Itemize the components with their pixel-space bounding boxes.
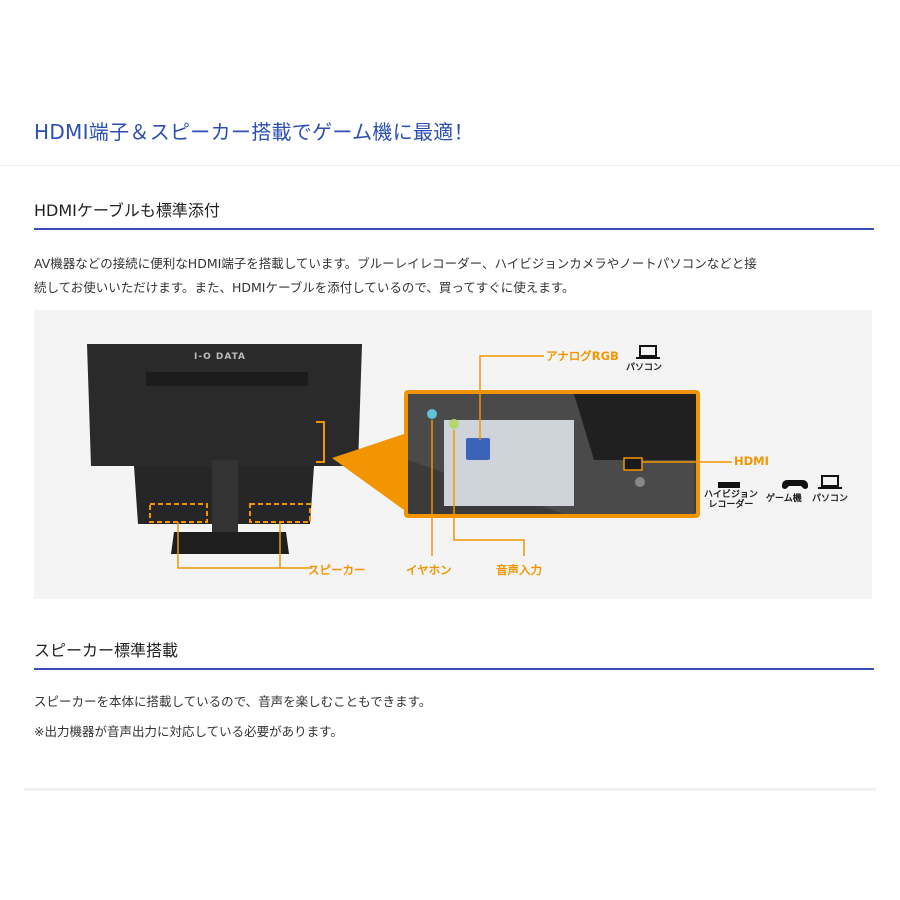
section-1-line-2: 続してお使いいただけます。また、HDMIケーブルを添付しているので、買ってすぐに… [34,280,575,295]
port-panel [444,420,574,506]
section-title-speaker: スピーカー標準搭載 [34,641,179,660]
label-hd-recorder: ハイビジョン レコーダー [704,490,758,510]
monitor-back-panel [87,344,362,466]
section-2-line-1: スピーカーを本体に搭載しているので、音声を楽しむこともできます。 [34,694,432,709]
label-pc-2: パソコン [812,494,849,504]
brand-logo: I-O DATA [194,352,247,362]
section-2-line-2: ※出力機器が音声出力に対応している必要があります。 [34,724,343,739]
section-1-text: AV機器などの接続に便利なHDMI端子を搭載しています。ブルーレイレコーダー、ハ… [34,252,874,300]
laptop-icon-2 [818,475,842,489]
section-rule-1 [34,228,874,230]
section-rule-2 [34,668,874,670]
monitor-illustration [87,344,842,569]
label-hd-recorder-line-1: ハイビジョン [704,490,758,500]
label-audio-in: 音声入力 [496,563,542,577]
bottom-divider [24,788,876,791]
connector-figure: I-O DATA アナログRGB パソコン HDMI ハイビジョン レコーダー … [34,310,872,599]
label-earphone: イヤホン [406,563,452,577]
earphone-jack [427,409,437,419]
label-hd-recorder-line-2: レコーダー [708,500,754,510]
hdmi-port [623,457,643,471]
monitor-base [171,532,289,554]
label-analog-rgb: アナログRGB [546,349,619,363]
section-2-text: スピーカーを本体に搭載しているので、音声を楽しむこともできます。 ※出力機器が音… [34,690,874,744]
laptop-icon-1 [636,345,660,359]
speaker-left-box [149,503,208,523]
speaker-leader-line [177,522,312,569]
label-speaker: スピーカー [308,563,366,577]
audio-in-jack [449,419,459,429]
recorder-icon [718,482,740,488]
audio-in-leader [453,430,525,556]
analog-rgb-leader [479,355,544,440]
label-pc-1: パソコン [626,363,663,373]
port-highlight [316,421,325,463]
label-hdmi: HDMI [734,454,769,468]
label-game: ゲーム機 [766,494,802,504]
gamepad-icon [782,480,808,489]
top-divider [0,165,900,166]
section-1-line-1: AV機器などの接続に便利なHDMI端子を搭載しています。ブルーレイレコーダー、ハ… [34,256,757,271]
vga-port [466,438,490,460]
zoom-wedge [332,434,404,510]
section-title-hdmi-cable: HDMIケーブルも標準添付 [34,201,220,220]
page-headline: HDMI端子＆スピーカー搭載でゲーム機に最適！ [34,120,474,144]
monitor-vent [146,372,308,386]
